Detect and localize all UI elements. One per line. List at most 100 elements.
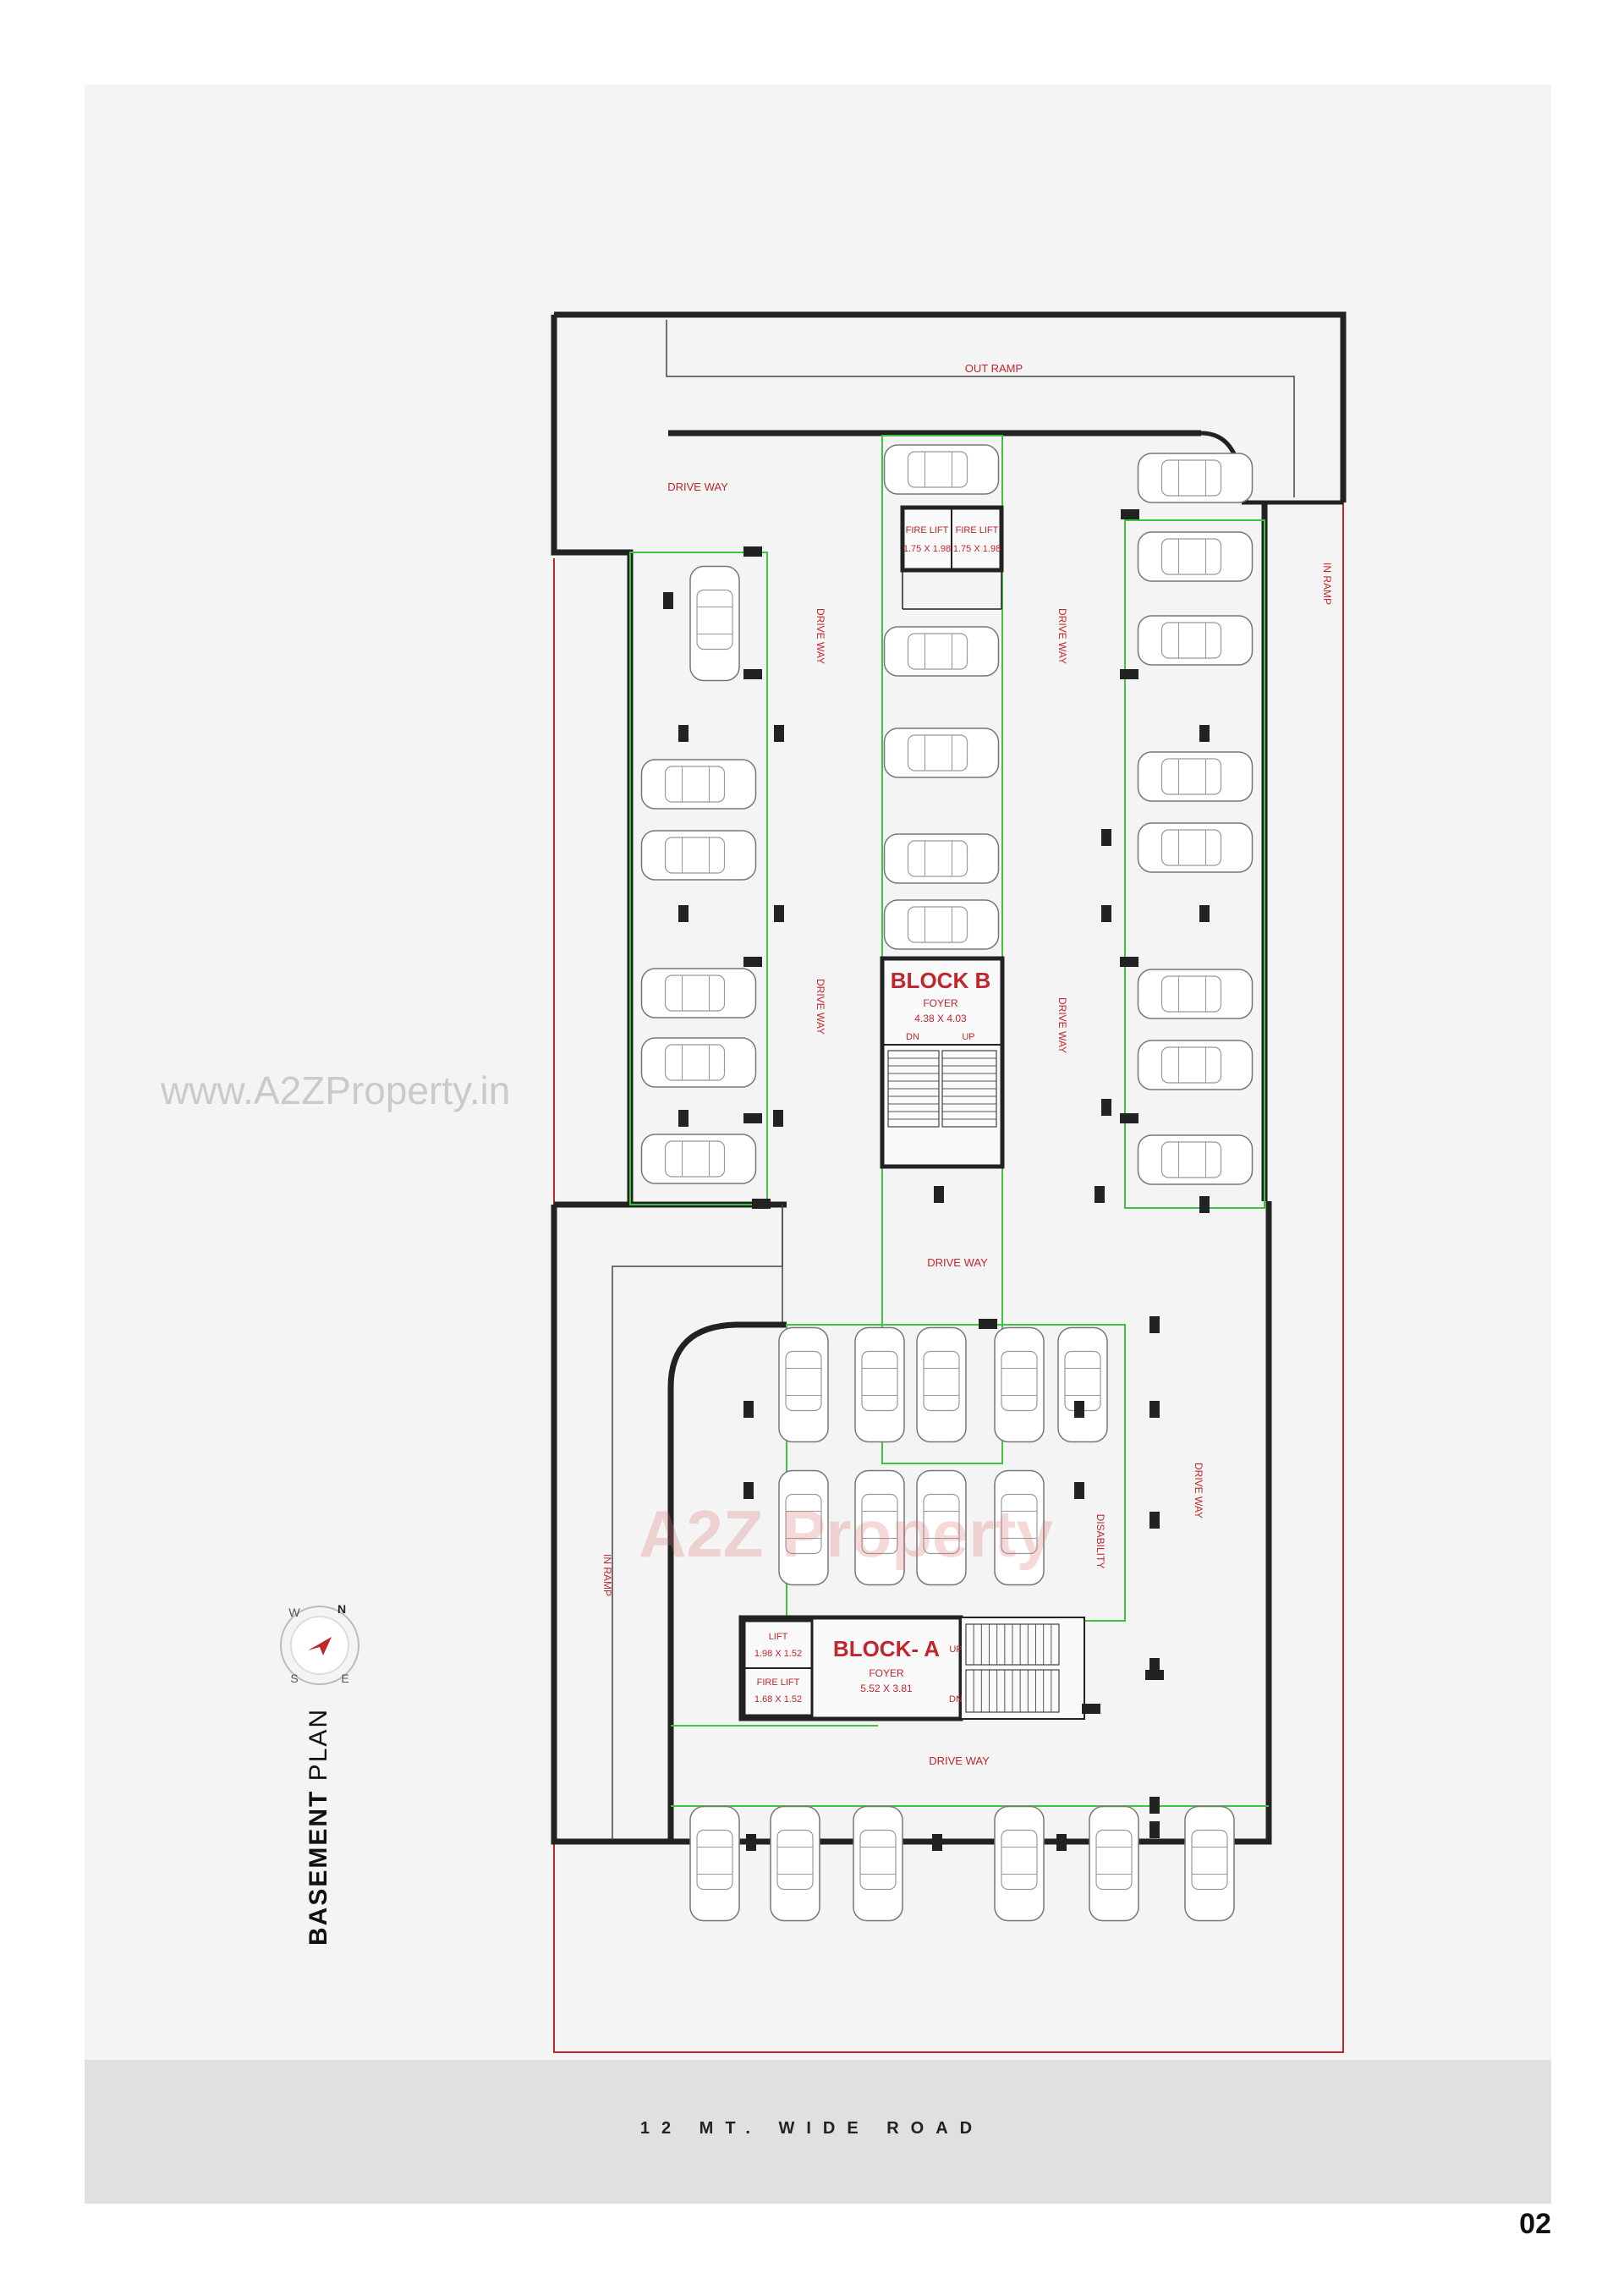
car-icon bbox=[640, 759, 757, 810]
column bbox=[774, 905, 784, 922]
column bbox=[1149, 1797, 1160, 1814]
plan-title-light: PLAN bbox=[304, 1707, 332, 1782]
car-icon bbox=[1184, 1805, 1235, 1922]
column bbox=[743, 957, 762, 967]
fire-lift-size: 1.75 X 1.98 bbox=[903, 544, 951, 554]
column bbox=[1056, 1834, 1067, 1851]
car-icon bbox=[1057, 1326, 1108, 1443]
car-icon bbox=[994, 1805, 1045, 1922]
column bbox=[1121, 509, 1139, 519]
compass-icon: N E S W bbox=[280, 1602, 359, 1685]
watermark-logo: A2Z Property bbox=[639, 1496, 1053, 1571]
column bbox=[774, 725, 784, 742]
car-icon bbox=[883, 444, 1000, 495]
car-icon bbox=[883, 727, 1000, 778]
car-icon bbox=[994, 1326, 1045, 1443]
column bbox=[934, 1186, 944, 1203]
car-icon bbox=[640, 968, 757, 1018]
out-ramp-label: OUT RAMP bbox=[965, 362, 1023, 375]
block-b-title: BLOCK B bbox=[891, 968, 990, 993]
compass-n: N bbox=[337, 1602, 346, 1616]
drive-way-label: DRIVE WAY bbox=[815, 608, 826, 664]
column bbox=[1149, 1512, 1160, 1529]
drive-way-label: DRIVE WAY bbox=[815, 979, 826, 1035]
car-icon bbox=[916, 1326, 967, 1443]
car-icon bbox=[883, 899, 1000, 950]
watermark-url: www.A2ZProperty.in bbox=[161, 1068, 511, 1112]
car-icon bbox=[1137, 531, 1254, 582]
column bbox=[1101, 905, 1111, 922]
disability-label: DISABILITY bbox=[1095, 1514, 1106, 1569]
column bbox=[743, 1113, 762, 1123]
lift-size: 1.98 X 1.52 bbox=[754, 1649, 802, 1659]
stair-dn-label: DN bbox=[906, 1032, 919, 1042]
column bbox=[743, 669, 762, 679]
column bbox=[1149, 1401, 1160, 1418]
car-icon bbox=[854, 1326, 905, 1443]
drive-way-label: DRIVE WAY bbox=[667, 480, 728, 493]
column bbox=[1149, 1316, 1160, 1333]
car-icon bbox=[1137, 822, 1254, 873]
lift-label: LIFT bbox=[769, 1632, 788, 1642]
car-icon bbox=[1089, 1805, 1139, 1922]
drive-way-label: DRIVE WAY bbox=[1056, 608, 1068, 664]
car-icon bbox=[1137, 615, 1254, 666]
structural-columns bbox=[663, 509, 1210, 1851]
car-icon bbox=[883, 833, 1000, 884]
car-icon bbox=[689, 565, 740, 682]
lower-walls bbox=[551, 1201, 1272, 1845]
column bbox=[1101, 1099, 1111, 1116]
car-icon bbox=[1137, 751, 1254, 802]
car-icon bbox=[640, 1134, 757, 1184]
block-b-foyer: FOYER bbox=[923, 997, 958, 1009]
lower-curve-wall bbox=[667, 1321, 787, 1842]
fire-lift-size: 1.68 X 1.52 bbox=[754, 1694, 802, 1705]
car-icon bbox=[1137, 1134, 1254, 1185]
stair-dn-label: DN bbox=[949, 1694, 963, 1705]
column bbox=[743, 1401, 754, 1418]
column bbox=[1199, 1196, 1210, 1213]
stair-up-label: UP bbox=[949, 1644, 962, 1655]
compass-w: W bbox=[288, 1606, 300, 1619]
in-ramp-label: IN RAMP bbox=[601, 1554, 613, 1596]
block-a-title: BLOCK- A bbox=[833, 1636, 940, 1661]
car-icon bbox=[883, 626, 1000, 677]
page-number: 02 bbox=[1519, 2208, 1551, 2240]
column bbox=[743, 546, 762, 557]
column bbox=[1199, 905, 1210, 922]
compass-s: S bbox=[290, 1672, 298, 1685]
fire-lift-label: FIRE LIFT bbox=[906, 525, 949, 535]
car-icon bbox=[1137, 1040, 1254, 1090]
column bbox=[752, 1199, 771, 1209]
car-icon bbox=[689, 1805, 740, 1922]
drive-way-label: DRIVE WAY bbox=[1193, 1463, 1204, 1518]
column bbox=[1120, 1113, 1138, 1123]
drive-way-label: DRIVE WAY bbox=[1056, 997, 1068, 1053]
fire-lift-label: FIRE LIFT bbox=[757, 1677, 800, 1688]
column bbox=[663, 592, 673, 609]
road-band bbox=[85, 2060, 1551, 2204]
car-icon bbox=[916, 1469, 967, 1586]
column bbox=[1101, 829, 1111, 846]
plan-sheet bbox=[85, 85, 1551, 2060]
fire-lift-size: 1.75 X 1.98 bbox=[953, 544, 1001, 554]
column bbox=[1145, 1670, 1164, 1680]
car-icon bbox=[1137, 969, 1254, 1019]
drive-way-label: DRIVE WAY bbox=[927, 1256, 988, 1269]
in-ramp-label: IN RAMP bbox=[1321, 563, 1333, 605]
car-icon bbox=[770, 1805, 820, 1922]
road-label: 12 MT. WIDE ROAD bbox=[639, 2119, 985, 2138]
block-a-foyer: FOYER bbox=[869, 1667, 904, 1679]
car-icon bbox=[853, 1805, 903, 1922]
compass-e: E bbox=[341, 1672, 348, 1685]
car-icon bbox=[640, 830, 757, 881]
drive-way-label: DRIVE WAY bbox=[929, 1754, 990, 1767]
column bbox=[743, 1482, 754, 1499]
column bbox=[678, 1110, 689, 1127]
column bbox=[932, 1834, 942, 1851]
in-ramp-lines bbox=[612, 1205, 783, 1840]
column bbox=[1149, 1821, 1160, 1838]
column bbox=[1074, 1482, 1084, 1499]
car-icon bbox=[854, 1469, 905, 1586]
